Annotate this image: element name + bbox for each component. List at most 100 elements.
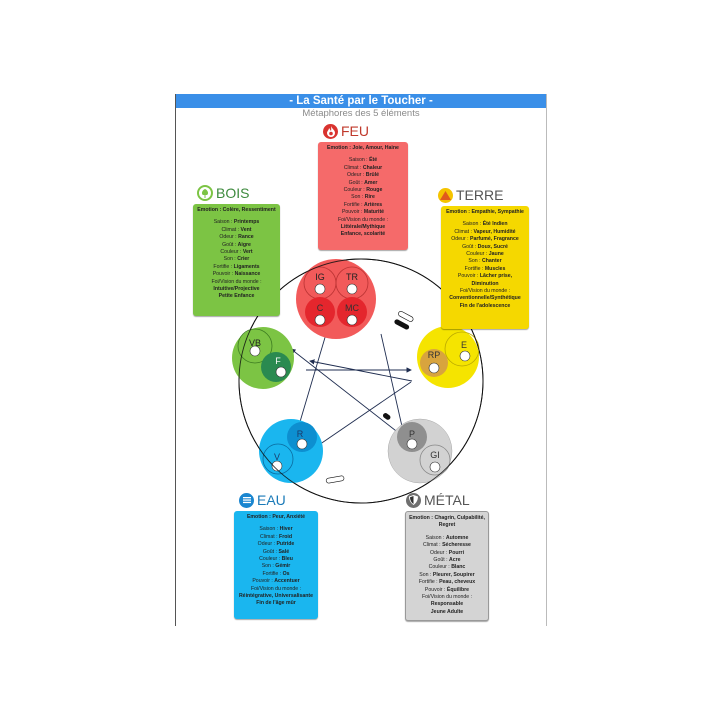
eau-label: EAU — [257, 492, 286, 508]
metal-circle: P GI — [387, 418, 453, 484]
poster-subtitle: Métaphores des 5 éléments — [302, 108, 420, 119]
terre-attribute-row: Diminution — [471, 280, 499, 287]
metal-attribute-row: Saison : Automne — [425, 534, 469, 541]
feu-attribute-row: Climat : Chaleur — [343, 164, 383, 171]
bois-attribute-row: Foi/Vision du monde : — [211, 278, 262, 285]
meridian-ig: IG — [315, 272, 325, 282]
flame-icon — [323, 123, 338, 139]
metal-attribute-row: Odeur : Pourri — [429, 549, 465, 556]
tree-icon — [197, 185, 213, 201]
metal-attribute-row: Pouvoir : Équilibre — [424, 586, 470, 593]
feu-attribute-row: Enfance, scolarité — [340, 231, 386, 238]
meridian-gi: GI — [430, 450, 440, 460]
meridian-p: P — [409, 429, 415, 439]
eau-attribute-row: Réintégrative, Universalisante — [238, 593, 314, 600]
terre-attribute-row: Conventionnelle/Synthétique — [449, 295, 521, 302]
eau-attribute-row: Couleur : Bleu — [259, 556, 293, 563]
metal-heading: MÉTAL — [406, 492, 470, 508]
meridian-c: C — [317, 303, 324, 313]
terre-label: TERRE — [456, 187, 504, 203]
eau-attribute-row: Odeur : Putride — [257, 541, 295, 548]
bois-attribute-row: Son : Crier — [223, 256, 250, 263]
eau-heading: EAU — [239, 492, 286, 508]
meridian-mc: MC — [345, 303, 359, 313]
terre-attribute-row: Couleur : Jaune — [466, 251, 504, 258]
terre-attribute-row: Climat : Vapeur, Humidité — [454, 228, 516, 235]
shield-icon — [406, 492, 421, 508]
bois-circle: VB F — [232, 327, 294, 389]
metal-label: MÉTAL — [424, 492, 470, 508]
metal-attribute-row: Jeune Adulte — [430, 608, 464, 615]
terre-attribute-row: Odeur : Parfumé, Fragrance — [451, 236, 519, 243]
terre-attribute-row: Saison : Été Indien — [462, 221, 508, 228]
meridian-e: E — [461, 340, 467, 350]
feu-heading: FEU — [323, 123, 369, 139]
feu-attribute-row: Couleur : Rouge — [343, 187, 383, 194]
bois-attribute-row: Climat : Vent — [221, 226, 252, 233]
meridian-f: F — [275, 356, 281, 366]
poster-title: - La Santé par le Toucher - — [176, 94, 546, 108]
feu-label: FEU — [341, 123, 369, 139]
bois-attribute-row: Odeur : Rance — [219, 234, 254, 241]
terre-emotion: Emotion : Empathie, Sympathie — [446, 209, 524, 215]
feu-attribute-row: Fortifie : Artères — [343, 201, 383, 208]
bois-attribute-row: Pouvoir : Naissance — [212, 271, 261, 278]
eau-attribute-row: Climat : Froid — [259, 533, 292, 540]
eau-attribute-row: Foi/Vision du monde : — [250, 585, 302, 592]
terre-attribute-row: Son : Chanter — [468, 258, 502, 265]
meridian-tr: TR — [346, 272, 358, 282]
eau-attribute-row: Pouvoir : Accentuer — [252, 578, 300, 585]
terre-attribute-row: Fin de l'adolescence — [459, 302, 511, 309]
metal-attribute-row: Goût : Acre — [433, 557, 461, 564]
eau-attribute-row: Saison : Hiver — [259, 526, 293, 533]
bois-attribute-row: Saison : Printemps — [213, 219, 260, 226]
bois-attribute-row: Petite Enfance — [218, 293, 255, 300]
terre-attribute-row: Fortifie : Muscles — [464, 265, 506, 272]
five-elements-cycle-diagram: IG TR C MC VB F RP E — [232, 258, 484, 504]
bois-attribute-row: Intuitive/Projective — [213, 286, 260, 293]
eau-attribute-row: Son : Gémir — [261, 563, 291, 570]
metal-attribute-row: Climat : Sécheresse — [423, 542, 471, 549]
bois-emotion: Emotion : Colère, Ressentiment — [197, 207, 276, 213]
metal-attribute-row: Fortifie : Peau, cheveux — [418, 579, 476, 586]
meridian-v: V — [274, 452, 280, 462]
feu-attribute-row: Saison : Été — [348, 157, 378, 164]
meridian-r: R — [297, 429, 304, 439]
meridian-rp: RP — [428, 350, 441, 360]
metal-card: Emotion : Chagrin, Culpabilité,Regret Sa… — [405, 511, 489, 621]
bois-attribute-row: Couleur : Vert — [220, 249, 253, 256]
terre-card: Emotion : Empathie, Sympathie Saison : É… — [441, 206, 529, 329]
eau-attribute-row: Fin de l'âge mûr — [256, 600, 296, 607]
feu-attribute-row: Odeur : Brûlé — [346, 172, 380, 179]
metal-attribute-row: Responsable — [430, 601, 464, 608]
terre-attribute-row: Pouvoir : Lâcher prise, — [457, 273, 513, 280]
feu-emotion: Emotion : Joie, Amour, Haine — [327, 145, 399, 151]
feu-attribute-row: Littérale/Mythique — [340, 224, 386, 231]
bois-attribute-row: Goût : Aigre — [222, 241, 251, 248]
feu-attribute-row: Goût : Amer — [348, 179, 378, 186]
bois-attribute-row: Fortifie : Ligaments — [213, 263, 260, 270]
feu-attribute-row: Pouvoir : Maturité — [341, 209, 385, 216]
water-waves-icon — [239, 492, 254, 508]
terre-heading: TERRE — [438, 187, 503, 203]
bois-card: Emotion : Colère, Ressentiment Saison : … — [193, 204, 280, 316]
metal-attribute-row: Son : Pleurer, Soupirer — [419, 571, 475, 578]
feu-attribute-row: Son : Rire — [351, 194, 375, 201]
terre-attribute-row: Goût : Doux, Sucré — [462, 243, 508, 250]
eau-attribute-row: Fortifie : Os — [262, 570, 290, 577]
feu-attribute-row: Foi/Vision du monde : — [337, 216, 389, 223]
mountain-icon — [438, 187, 453, 203]
feu-card: Emotion : Joie, Amour, Haine Saison : Ét… — [318, 142, 408, 250]
meridian-vb: VB — [249, 338, 261, 348]
bois-heading: BOIS — [197, 185, 249, 201]
connector-badges — [325, 311, 414, 484]
metal-attribute-row: Foi/Vision du monde : — [421, 594, 473, 601]
metal-attribute-row: Couleur : Blanc — [428, 564, 466, 571]
terre-attribute-row: Foi/Vision du monde : — [459, 288, 511, 295]
